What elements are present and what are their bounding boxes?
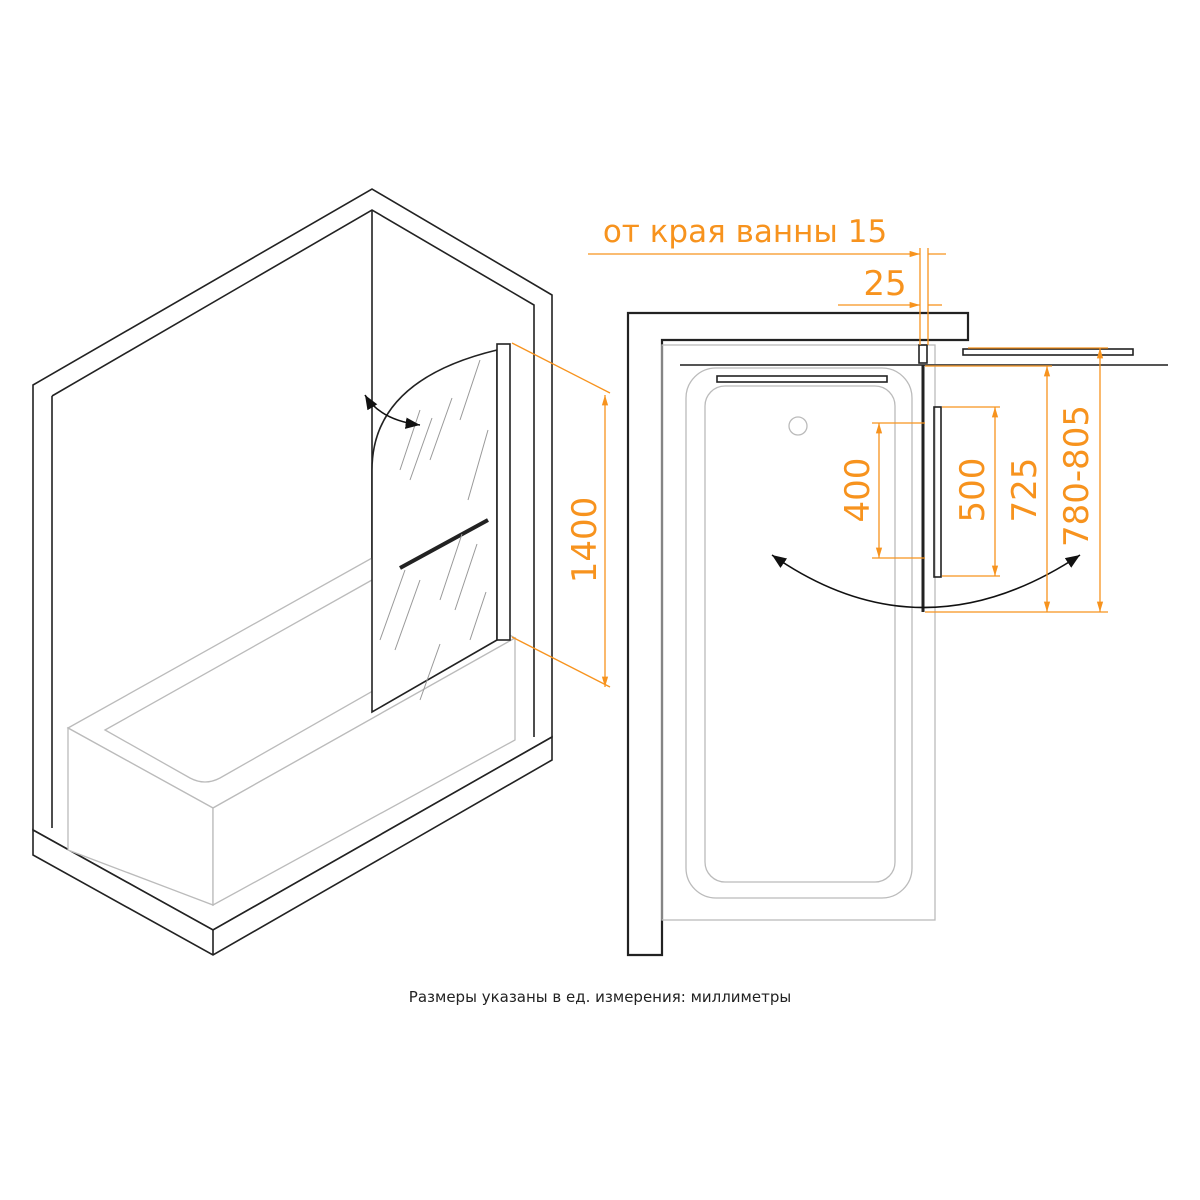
swing-arrow-icon — [364, 394, 421, 429]
handle-right — [962, 348, 1134, 356]
edge-offset-label: от края ванны 15 — [603, 214, 887, 250]
glass-handle — [933, 406, 942, 578]
glass-width-label: 725 — [1005, 458, 1045, 523]
bathtub-outline — [661, 344, 936, 921]
units-caption: Размеры указаны в ед. измерения: миллиме… — [408, 988, 792, 1006]
total-width-label: 780-805 — [1057, 405, 1097, 547]
handle-left — [716, 375, 888, 383]
plan-view — [626, 311, 1168, 957]
dimension-1400 — [511, 342, 611, 688]
height-label: 1400 — [565, 497, 605, 584]
handle-length-label: 500 — [953, 458, 993, 523]
swing-arc-icon — [771, 554, 1081, 609]
drain-icon — [788, 416, 808, 436]
isometric-view — [32, 188, 553, 956]
profile-width-label: 25 — [863, 264, 906, 304]
hinge-spacing-label: 400 — [838, 458, 878, 523]
glass-panel — [371, 343, 511, 714]
wall — [626, 311, 970, 957]
plan-dimensions — [588, 248, 1108, 613]
